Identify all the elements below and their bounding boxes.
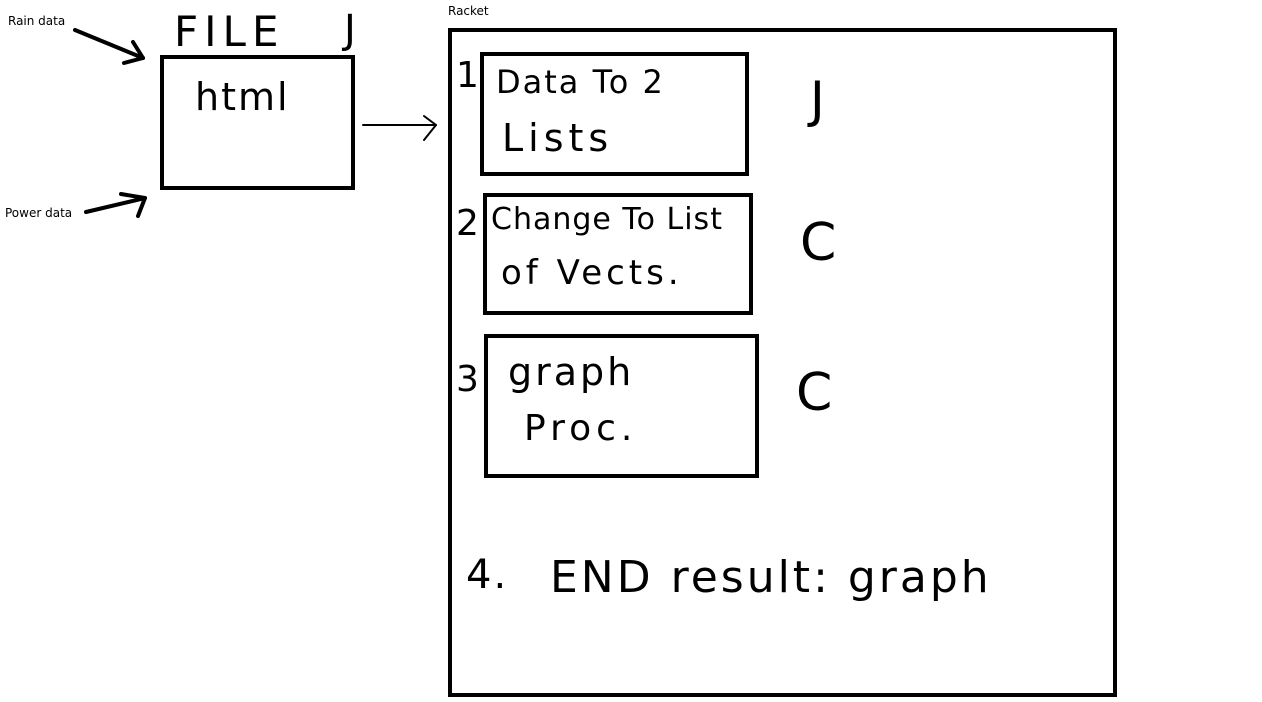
step-2-assignee: C xyxy=(800,213,839,273)
step-1-box: Data To 2 Lists xyxy=(480,52,749,176)
step-3-box: graph Proc. xyxy=(484,334,759,478)
step-2-number: 2 xyxy=(456,203,481,244)
html-box: html xyxy=(160,55,355,190)
step-3-number: 3 xyxy=(456,359,481,400)
html-to-racket-arrow xyxy=(362,115,437,141)
step-3-assignee: C xyxy=(796,363,835,423)
power-data-label: Power data xyxy=(5,206,73,220)
rain-arrow xyxy=(73,28,145,65)
step-4-number: 4. xyxy=(466,552,509,598)
file-assignee: J xyxy=(344,7,358,53)
step-2-line1: Change To List xyxy=(491,202,723,237)
rain-data-label: Rain data xyxy=(8,14,66,28)
file-title: FILE xyxy=(174,7,285,56)
step-1-assignee: J xyxy=(810,71,827,129)
power-arrow xyxy=(84,192,147,218)
step-1-line2: Lists xyxy=(502,116,614,160)
end-result-text: END result: graph xyxy=(550,552,992,603)
racket-container xyxy=(448,28,1117,697)
step-1-number: 1 xyxy=(456,55,481,96)
step-2-box: Change To List of Vects. xyxy=(483,193,753,315)
step-3-line1: graph xyxy=(508,350,635,394)
step-3-line2: Proc. xyxy=(524,408,638,449)
html-box-text: html xyxy=(195,75,290,119)
step-1-line1: Data To 2 xyxy=(496,63,665,101)
racket-label: Racket xyxy=(448,4,489,18)
step-2-line2: of Vects. xyxy=(501,253,683,293)
